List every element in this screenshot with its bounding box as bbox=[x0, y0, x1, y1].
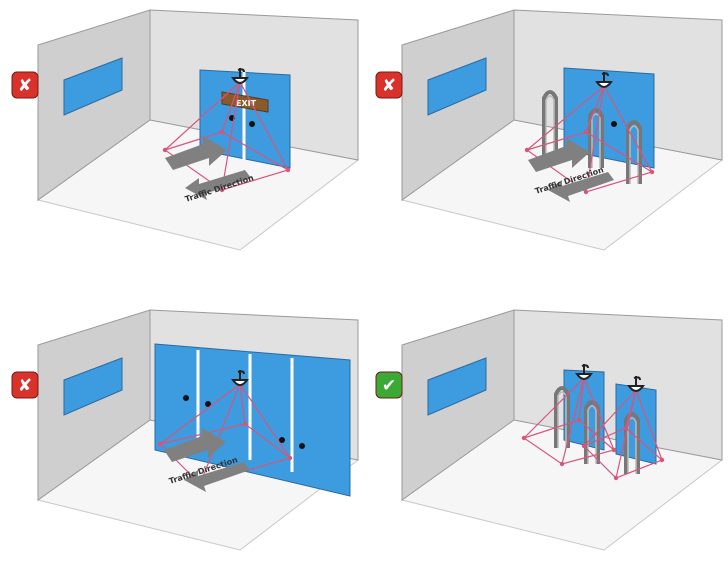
camera-coverage-lines bbox=[157, 383, 293, 487]
verdict-cross-badge: ✘ bbox=[11, 371, 39, 399]
camera-coverage-lines bbox=[162, 81, 291, 193]
cross-icon: ✘ bbox=[382, 76, 396, 96]
exit-sign-label: EXIT bbox=[236, 99, 257, 108]
wall-window bbox=[427, 357, 487, 416]
cross-icon: ✘ bbox=[18, 76, 32, 96]
traffic-arrows bbox=[528, 138, 614, 202]
glass-panels bbox=[154, 343, 351, 497]
ceiling-camera-icon bbox=[231, 370, 249, 386]
traffic-arrows bbox=[165, 136, 251, 200]
cross-icon: ✘ bbox=[18, 376, 32, 396]
traffic-arrow-out bbox=[548, 172, 614, 202]
panel-two-cameras-gates: ✔ bbox=[375, 309, 724, 551]
entrance-door bbox=[563, 67, 655, 169]
wall-window bbox=[63, 57, 123, 116]
traffic-arrow-out bbox=[184, 462, 250, 492]
verdict-check-badge: ✔ bbox=[375, 371, 403, 399]
camera-coverage-lines bbox=[524, 85, 655, 195]
traffic-arrow-in bbox=[164, 428, 226, 462]
traffic-arrow-in bbox=[165, 136, 227, 170]
sensor-dot bbox=[249, 121, 255, 127]
sensor-dot bbox=[279, 437, 285, 443]
panel-wide-glass-entrance: ✘Traffic Direction bbox=[11, 309, 360, 551]
wall-window bbox=[427, 57, 487, 116]
traffic-arrow-out bbox=[185, 170, 251, 200]
sensor-dot bbox=[299, 443, 305, 449]
panel-security-gates: ✘Traffic Direction bbox=[375, 9, 724, 251]
traffic-arrow-in bbox=[528, 138, 590, 172]
camera-coverage-lines bbox=[521, 377, 617, 467]
ceiling-camera-icon bbox=[231, 68, 249, 84]
wall-window bbox=[63, 357, 123, 416]
ceiling-camera-icon bbox=[627, 376, 645, 392]
traffic-arrows bbox=[164, 428, 250, 492]
sensor-dot bbox=[183, 395, 189, 401]
ceiling-camera-icon bbox=[595, 72, 613, 88]
camera-coverage-lines bbox=[581, 389, 665, 481]
check-icon: ✔ bbox=[382, 376, 396, 396]
sensor-dot bbox=[611, 121, 617, 127]
verdict-cross-badge: ✘ bbox=[375, 71, 403, 99]
exit-sign bbox=[221, 91, 269, 113]
sensor-dot bbox=[205, 401, 211, 407]
security-gate bbox=[542, 90, 558, 158]
verdict-cross-badge: ✘ bbox=[11, 71, 39, 99]
ceiling-camera-icon bbox=[575, 364, 593, 380]
security-gate bbox=[584, 400, 600, 464]
